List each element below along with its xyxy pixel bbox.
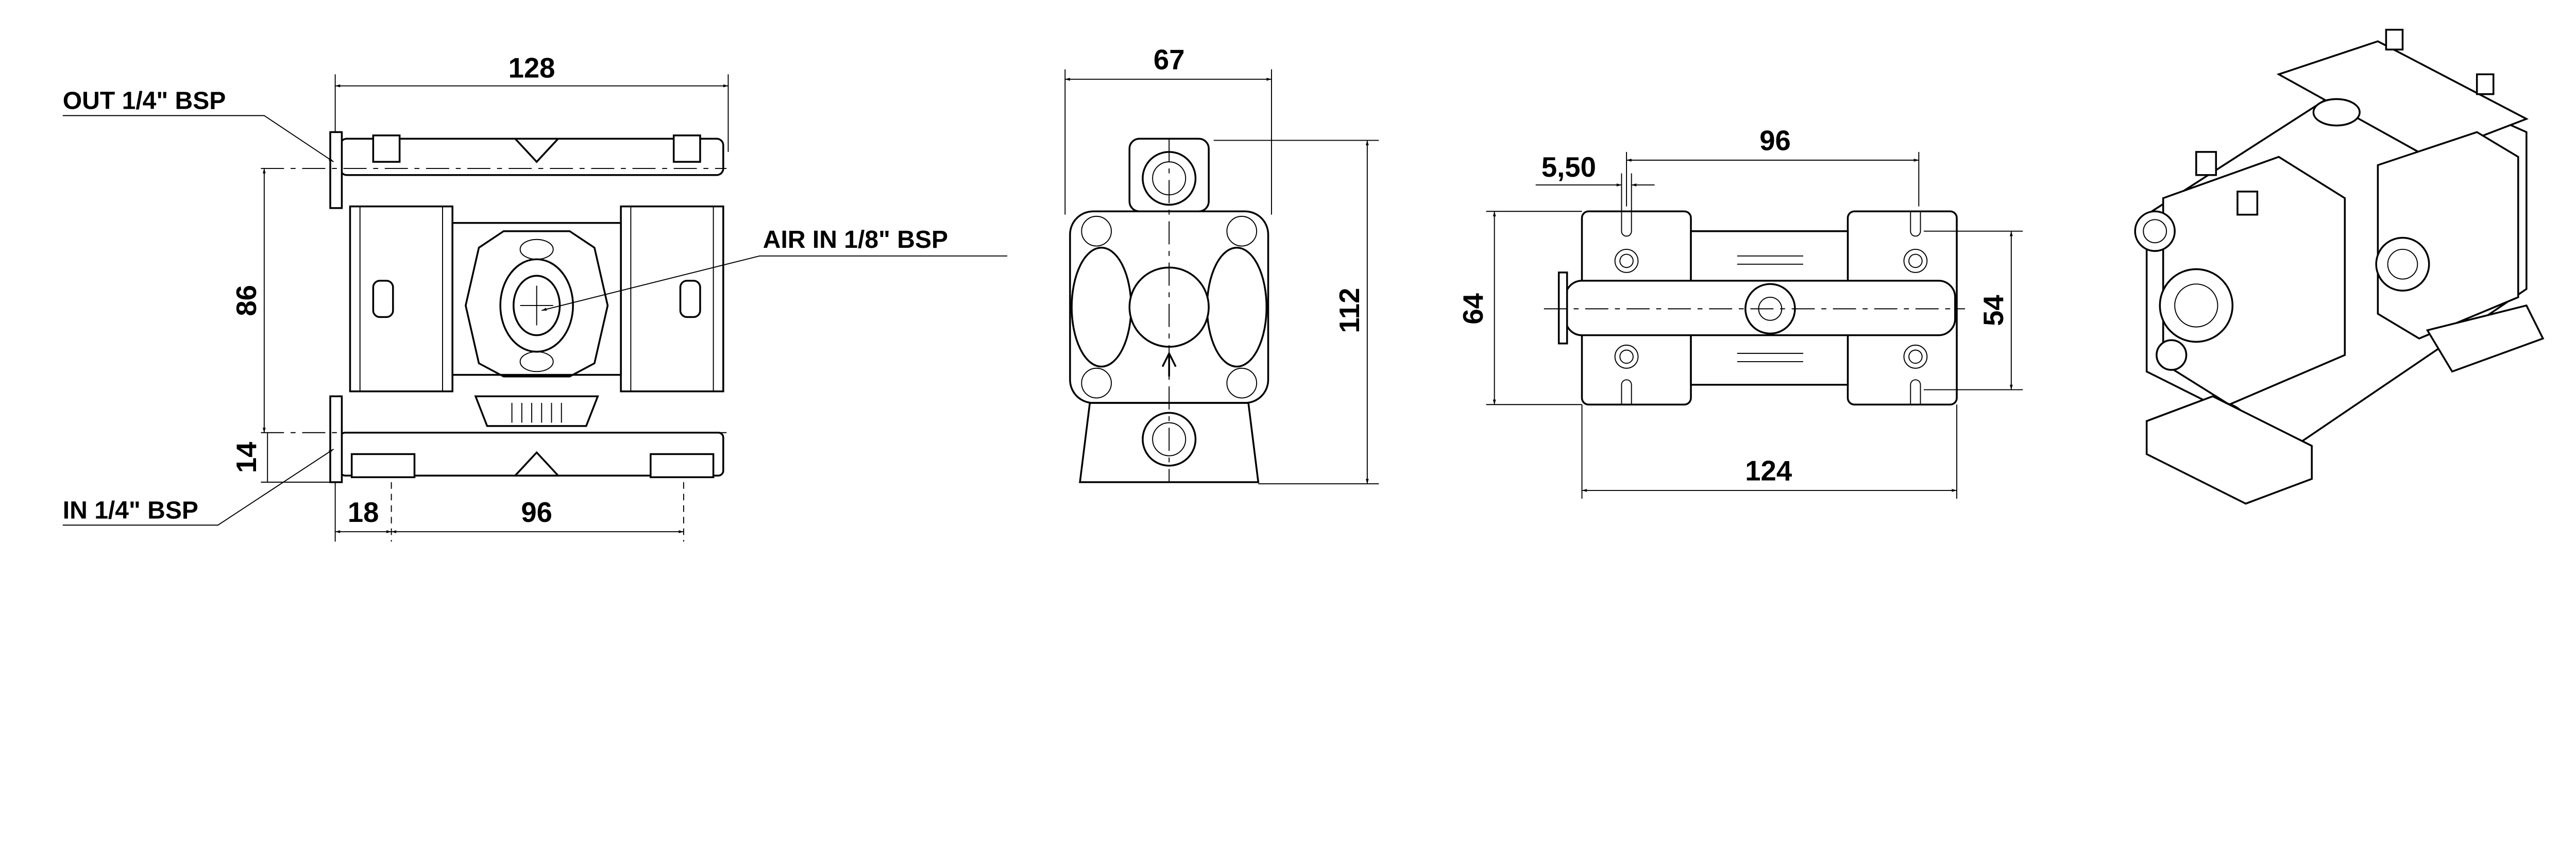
muffler — [474, 395, 599, 427]
foot-left — [350, 453, 416, 479]
top-view: 96 5,50 64 54 124 — [1458, 125, 2023, 499]
dim-slot-spacing: 96 — [1759, 125, 1791, 157]
left-chamber — [349, 205, 453, 393]
iso-center-port — [2159, 268, 2234, 343]
dim-foot-spacing: 96 — [521, 497, 552, 528]
right-chamber — [620, 205, 724, 393]
dim-side-width: 67 — [1154, 44, 1185, 76]
bolt-top-right — [672, 134, 701, 163]
label-outlet: OUT 1/4" BSP — [63, 87, 226, 115]
dim-overall-length: 124 — [1745, 455, 1792, 487]
label-inlet: IN 1/4" BSP — [63, 496, 198, 524]
outlet-flange — [329, 131, 343, 209]
pump-dimension-drawing: 128 86 14 18 96 OUT 1/4" BSP IN 1/4" BSP… — [62, 28, 2545, 542]
label-air-inlet: AIR IN 1/8" BSP — [763, 226, 948, 253]
foot-right — [650, 453, 715, 479]
isometric-view — [2134, 28, 2545, 505]
iso-outlet-manifold — [2276, 40, 2529, 158]
dim-side-height: 112 — [1334, 288, 1365, 333]
dim-overall-width: 128 — [509, 53, 555, 84]
side-view: 67 112 — [1064, 44, 1379, 485]
dim-slot-width: 5,50 — [1541, 151, 1596, 183]
inlet-flange — [329, 395, 343, 483]
dim-inlet-offset: 18 — [348, 497, 379, 528]
dim-inlet-height: 14 — [231, 442, 262, 473]
dim-port-centers-height: 86 — [231, 285, 262, 316]
flow-arrow-bottom — [513, 451, 561, 477]
bolt-top-left — [372, 134, 401, 163]
flow-arrow-top — [513, 138, 561, 163]
dim-slot-depth-spacing: 54 — [1978, 295, 2009, 326]
front-view: 128 86 14 18 96 OUT 1/4" BSP IN 1/4" BSP… — [62, 53, 1008, 542]
iso-base — [2145, 395, 2313, 505]
dim-overall-depth: 64 — [1458, 293, 1489, 325]
